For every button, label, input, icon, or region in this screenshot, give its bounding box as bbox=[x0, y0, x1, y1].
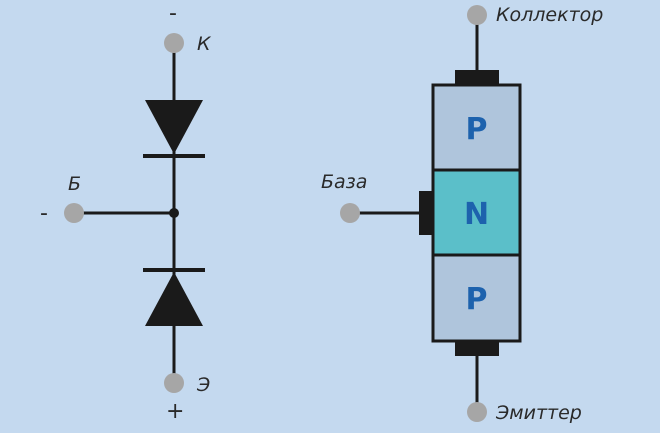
base-contact bbox=[419, 191, 434, 235]
cathode-label: К bbox=[197, 33, 212, 55]
base-label: Б bbox=[68, 173, 81, 195]
base-terminal bbox=[64, 203, 84, 223]
diode-equivalent-circuit: - К Б - Э + bbox=[40, 1, 212, 424]
base-terminal-right bbox=[340, 203, 360, 223]
collector-contact bbox=[455, 70, 499, 86]
emitter-p-layer bbox=[431, 253, 522, 343]
upper-diode-triangle bbox=[145, 100, 203, 154]
layer-letter-middle: N bbox=[464, 197, 489, 232]
cathode-terminal bbox=[164, 33, 184, 53]
lower-diode-triangle bbox=[145, 272, 203, 326]
emitter-terminal bbox=[164, 373, 184, 393]
emitter-label: Э bbox=[196, 374, 210, 396]
collector-label: Коллектор bbox=[496, 4, 603, 26]
base-n-layer bbox=[431, 168, 522, 257]
junction-dot bbox=[169, 208, 179, 218]
pnp-structure: P N P Коллектор База Эмиттер bbox=[321, 4, 603, 424]
emitter-contact bbox=[455, 340, 499, 356]
bottom-sign: + bbox=[166, 399, 184, 424]
layer-letter-top: P bbox=[466, 112, 488, 147]
collector-terminal bbox=[467, 5, 487, 25]
layer-letter-bottom: P bbox=[466, 282, 488, 317]
base-sign: - bbox=[40, 201, 48, 226]
top-sign: - bbox=[169, 1, 177, 26]
emitter-terminal-right bbox=[467, 402, 487, 422]
base-label-right: База bbox=[321, 171, 367, 193]
emitter-label-right: Эмиттер bbox=[495, 402, 582, 424]
collector-p-layer bbox=[431, 83, 522, 172]
